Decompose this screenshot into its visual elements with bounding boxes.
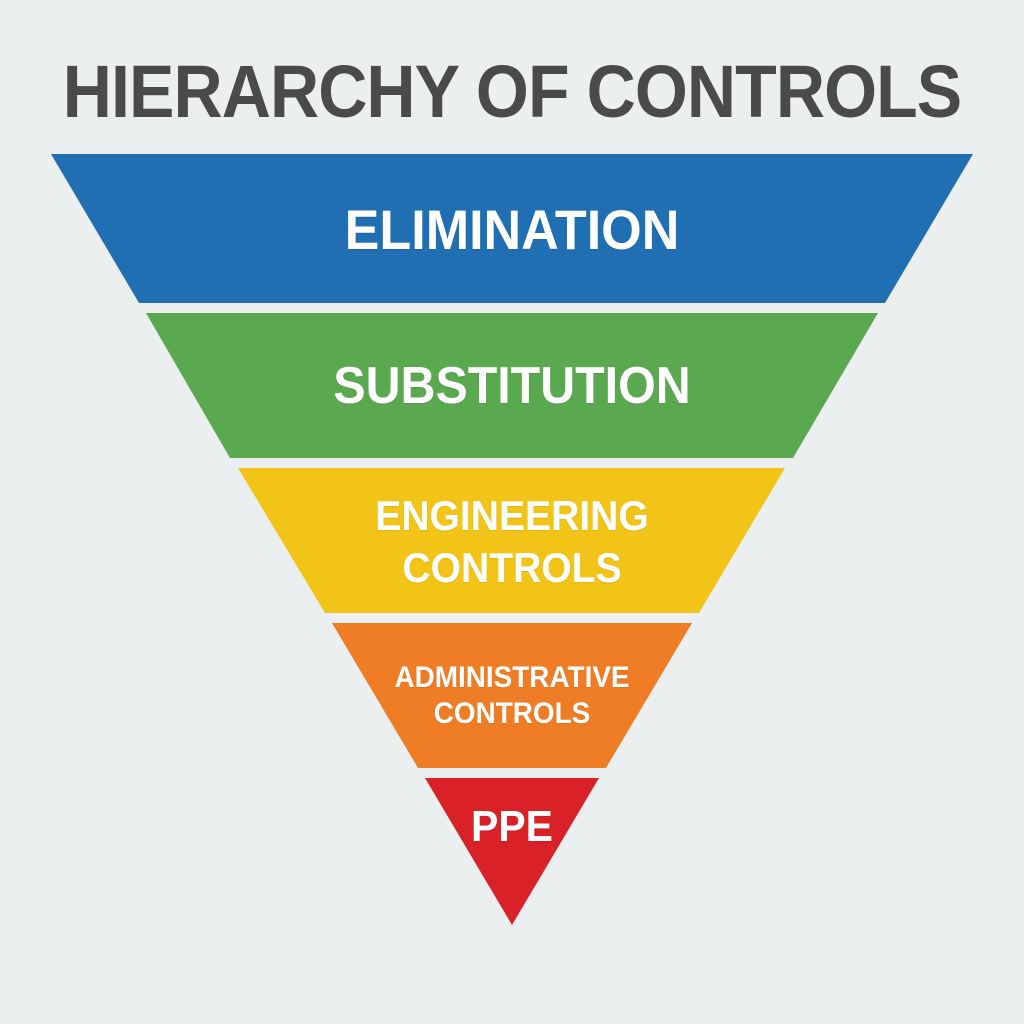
level-ppe-shape xyxy=(425,778,599,925)
level-label-line: CONTROLS xyxy=(433,697,591,730)
diagram-title: HIERARCHY OF CONTROLS xyxy=(62,50,962,133)
level-administrative-shape xyxy=(332,623,692,768)
level-label-line: ENGINEERING xyxy=(375,492,649,539)
level-label-line: ADMINISTRATIVE xyxy=(394,661,630,694)
level-ppe-label: PPE xyxy=(36,800,988,854)
level-label-line: CONTROLS xyxy=(402,544,622,591)
level-elimination-label: ELIMINATION xyxy=(36,197,988,263)
level-administrative-label: ADMINISTRATIVE CONTROLS xyxy=(36,660,988,732)
level-label-line: PPE xyxy=(471,802,553,851)
level-engineering-shape xyxy=(238,468,785,613)
level-elimination-shape xyxy=(51,154,973,303)
level-substitution-label: SUBSTITUTION xyxy=(36,355,988,417)
level-label-line: SUBSTITUTION xyxy=(333,357,691,415)
level-engineering-label: ENGINEERING CONTROLS xyxy=(36,490,988,594)
level-label-line: ELIMINATION xyxy=(344,198,680,261)
level-substitution-shape xyxy=(146,313,878,458)
